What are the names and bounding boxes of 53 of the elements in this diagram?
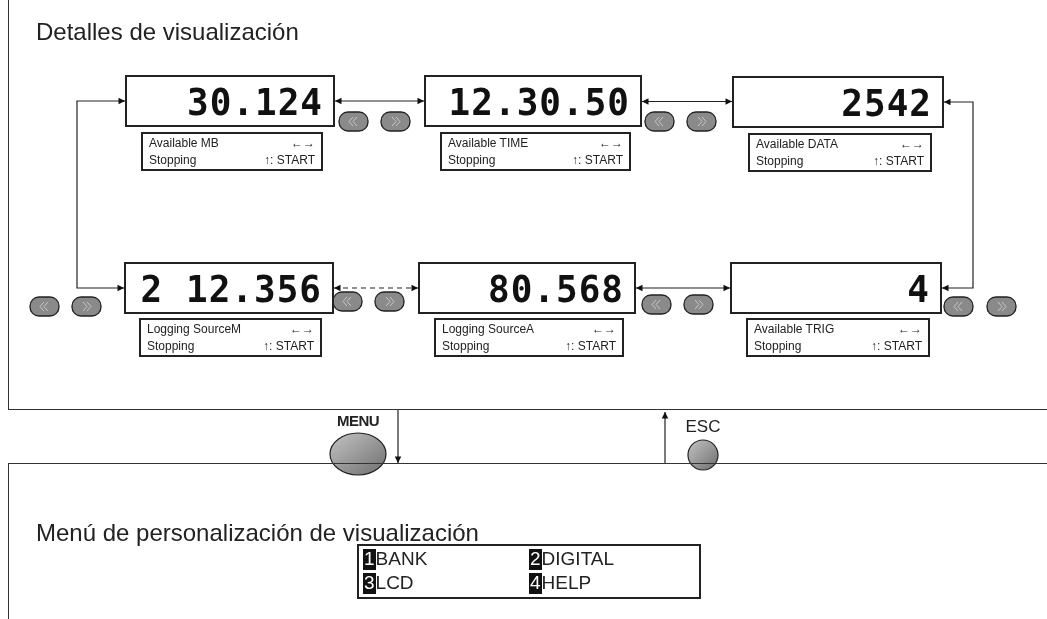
item-number: 2 (529, 549, 542, 571)
lcd-screen (139, 318, 322, 357)
lcd-screen (440, 132, 631, 171)
arrow (662, 410, 669, 464)
arrow-keys-hint: ←→ (899, 137, 924, 152)
menu-item: BANK (375, 549, 429, 571)
arrow-keys-hint: ←→ (290, 136, 315, 151)
status-text: Stopping (149, 152, 198, 167)
start-hint: ↑: START (873, 153, 924, 168)
arrow-keys-hint: ←→ (289, 322, 314, 337)
status-text: Stopping (147, 338, 196, 353)
start-hint: ↑: START (565, 338, 616, 353)
status-text: Stopping (448, 152, 497, 167)
start-hint: ↑: START (264, 152, 315, 167)
arrow (394, 409, 401, 465)
segment-display: 2542 (732, 76, 944, 128)
segment-display: 2 12.356 (124, 262, 334, 314)
start-hint: ↑: START (572, 152, 623, 167)
start-hint: ↑: START (871, 338, 922, 353)
item-number: 4 (529, 572, 542, 594)
menu-item: LCD (375, 572, 415, 594)
status-text: Stopping (442, 338, 491, 353)
panel-frame (8, 463, 1047, 619)
item-number: 1 (363, 549, 376, 571)
arrow-keys-hint: ←→ (591, 322, 616, 337)
screen-title: Logging SourceM (147, 322, 243, 337)
esc-button: ESC (684, 418, 722, 472)
lcd-screen (746, 318, 930, 357)
item-number: 3 (363, 572, 376, 594)
segment-display: 80.568 (418, 262, 636, 314)
status-text: Stopping (756, 153, 805, 168)
screen-title: Available TRIG (754, 322, 836, 337)
menu-item: DIGITAL (541, 549, 616, 571)
menu-list (357, 544, 701, 599)
menu-item: HELP (541, 572, 593, 594)
screen-title: Available DATA (756, 137, 840, 152)
lcd-screen (434, 318, 624, 357)
panel-heading: Detalles de visualización (36, 18, 299, 46)
arrow-keys-hint: ←→ (897, 322, 922, 337)
lcd-screen (141, 132, 323, 171)
panel-frame (8, 0, 1047, 410)
screen-title: Available MB (149, 136, 220, 151)
status-text: Stopping (754, 338, 803, 353)
screen-title: Logging SourceA (442, 322, 536, 337)
arrow-keys-hint: ←→ (598, 136, 623, 151)
start-hint: ↑: START (263, 338, 314, 353)
segment-display: 30.124 (125, 75, 335, 127)
panel-heading: Menú de personalización de visualización (36, 519, 479, 547)
segment-display: 12.30.50 (424, 75, 642, 127)
lcd-screen (748, 133, 932, 172)
arrow (76, 98, 127, 292)
screen-title: Available TIME (448, 136, 530, 151)
segment-display: 4 (730, 262, 942, 314)
